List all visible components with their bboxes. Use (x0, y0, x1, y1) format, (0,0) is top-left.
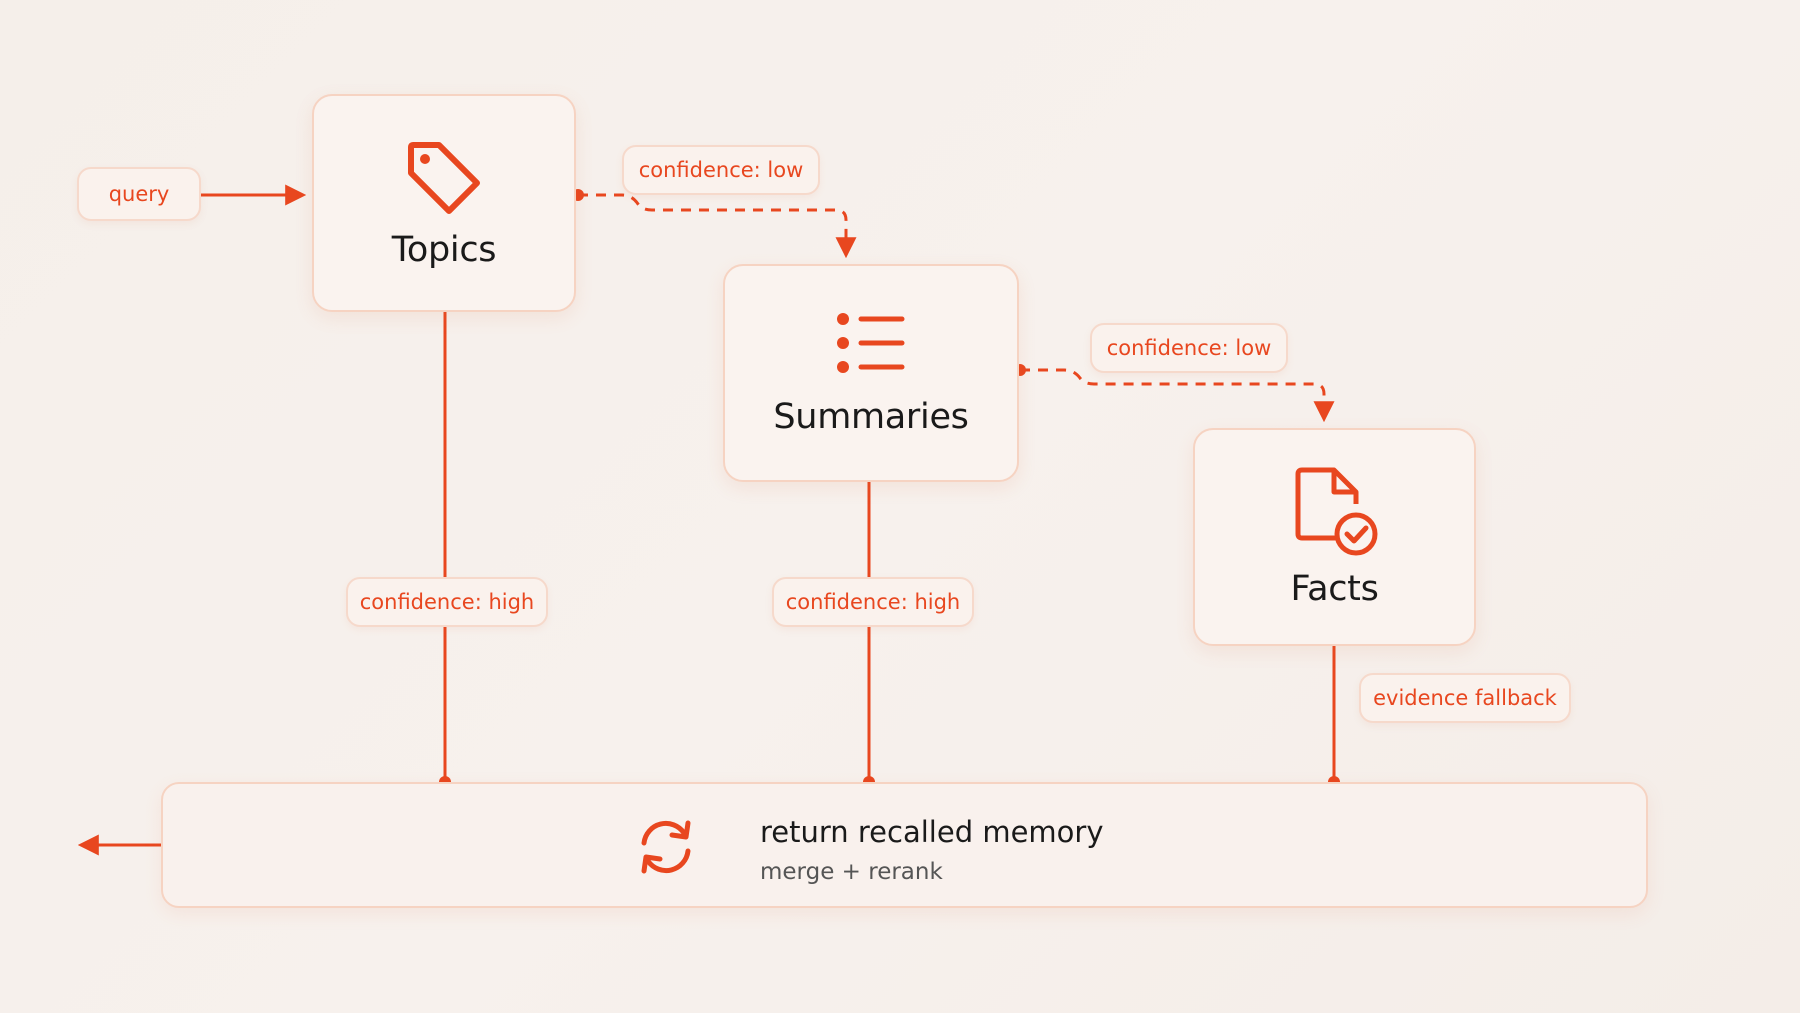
edge-label-text: confidence: low (1106, 336, 1272, 360)
edge-label-text: confidence: high (359, 590, 535, 614)
edge-label-topics-summaries: confidence: low (622, 145, 820, 195)
refresh-icon (636, 817, 696, 882)
edge-label-text: confidence: high (785, 590, 961, 614)
tag-icon (403, 137, 485, 224)
edge-label-text: confidence: low (638, 158, 804, 182)
summaries-node[interactable]: Summaries (723, 264, 1019, 482)
topics-to-summaries-edge (578, 193, 857, 259)
output-panel[interactable]: return recalled memory merge + rerank (161, 782, 1648, 908)
list-icon (836, 310, 906, 381)
facts-node[interactable]: Facts (1193, 428, 1476, 646)
edge-label-facts-output: evidence fallback (1359, 673, 1571, 723)
summaries-title: Summaries (773, 396, 969, 437)
edge-label-summaries-facts: confidence: low (1090, 323, 1288, 373)
topics-node[interactable]: Topics (312, 94, 576, 312)
output-title: return recalled memory (760, 815, 1104, 849)
output-subtitle: merge + rerank (760, 859, 943, 885)
edge-label-topics-output: confidence: high (346, 577, 548, 627)
facts-title: Facts (1290, 568, 1379, 609)
query-pill: query (77, 167, 201, 221)
edge-label-text: evidence fallback (1373, 686, 1557, 710)
topics-title: Topics (391, 229, 497, 270)
document-check-icon (1292, 466, 1378, 563)
edge-label-summaries-output: confidence: high (772, 577, 974, 627)
query-label: query (108, 182, 170, 206)
summaries-to-facts-edge (1020, 368, 1335, 423)
